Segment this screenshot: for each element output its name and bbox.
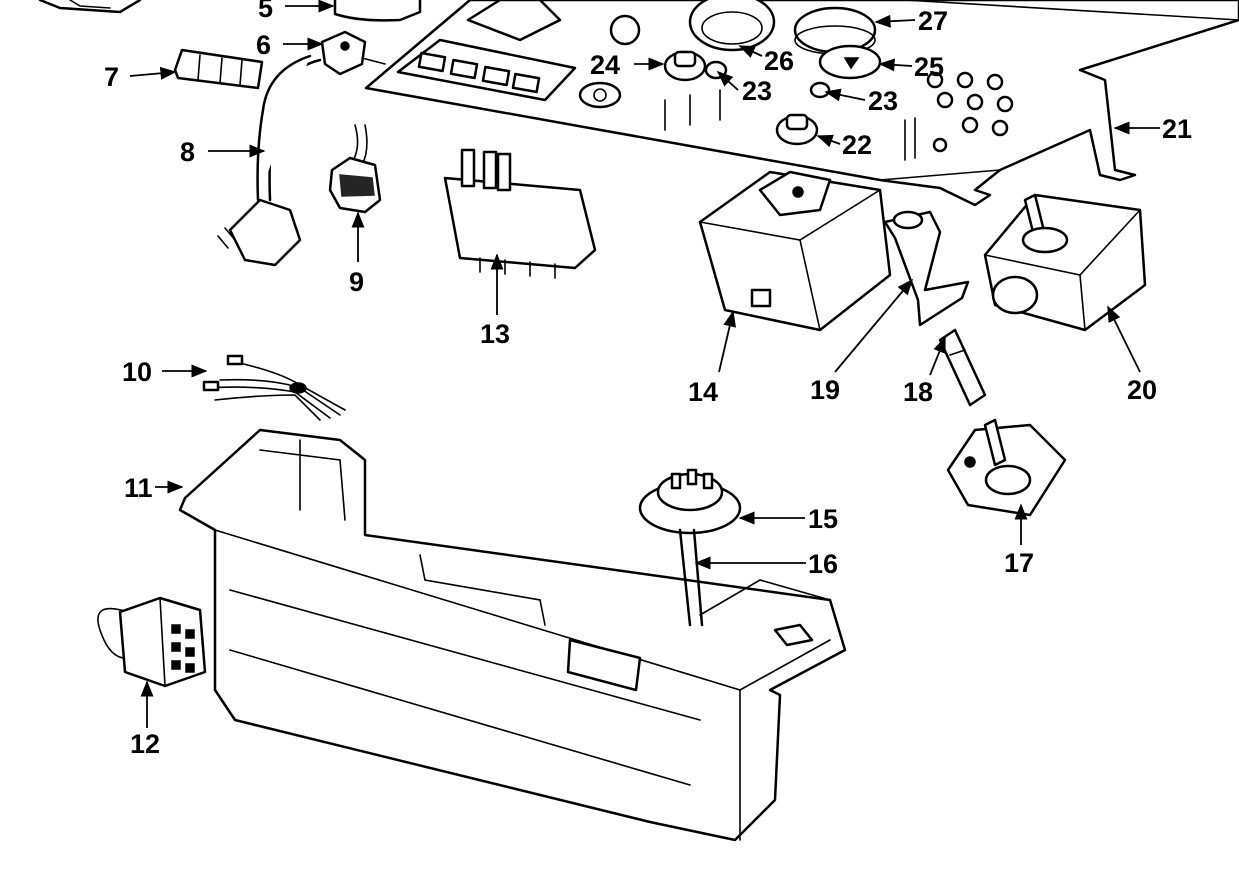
callout-13: 13 xyxy=(480,319,510,349)
callout-5: 5 xyxy=(258,0,273,23)
part-9-cable-filter xyxy=(328,124,382,214)
callout-8: 8 xyxy=(180,137,195,167)
part-22-knob xyxy=(775,113,819,146)
part-8-power-cord xyxy=(217,54,322,267)
callout-7: 7 xyxy=(104,62,119,92)
leader-lines xyxy=(129,0,1160,728)
callout-6: 6 xyxy=(256,30,271,60)
callout-22: 22 xyxy=(842,130,872,160)
part-top-left-fragment xyxy=(38,0,142,14)
callout-18: 18 xyxy=(903,377,933,407)
callout-16: 16 xyxy=(808,549,838,579)
part-6-clip xyxy=(320,30,386,76)
part-10-wiring xyxy=(202,354,346,421)
part-12-connector xyxy=(97,596,207,688)
callout-11: 11 xyxy=(124,473,153,503)
callout-14: 14 xyxy=(688,377,718,407)
callout-21: 21 xyxy=(1162,114,1192,144)
part-5-fragment xyxy=(333,0,422,22)
callout-23b: 23 xyxy=(868,86,898,116)
callout-15: 15 xyxy=(808,504,838,534)
part-11-housing-tray xyxy=(178,428,847,842)
part-17-thermostat xyxy=(946,418,1067,517)
callout-10: 10 xyxy=(122,357,152,387)
callout-23a: 23 xyxy=(742,76,772,106)
part-21-control-panel xyxy=(364,0,1239,207)
part-14-programmer xyxy=(698,170,892,332)
part-15-pressure-switch xyxy=(638,468,742,535)
part-19-bracket xyxy=(883,210,970,327)
part-13-module xyxy=(443,148,597,279)
part-20-selector-switch xyxy=(983,193,1147,332)
callout-17: 17 xyxy=(1004,548,1034,578)
part-18-pin xyxy=(938,328,987,407)
part-7-switch-block xyxy=(173,48,264,90)
callout-9: 9 xyxy=(349,267,364,297)
part-24-knob xyxy=(663,50,707,82)
callout-labels: 5 6 7 8 9 10 11 12 13 14 15 16 17 18 19 … xyxy=(104,0,1192,759)
callout-12: 12 xyxy=(130,729,160,759)
callout-20: 20 xyxy=(1127,375,1157,405)
part-16-hose xyxy=(678,528,704,627)
part-26-dial xyxy=(688,0,776,52)
part-25-gear xyxy=(818,44,882,80)
callout-27: 27 xyxy=(918,6,948,36)
callout-25: 25 xyxy=(914,52,944,82)
callout-19: 19 xyxy=(810,375,840,405)
callout-24: 24 xyxy=(590,50,620,80)
callout-26: 26 xyxy=(764,46,794,76)
